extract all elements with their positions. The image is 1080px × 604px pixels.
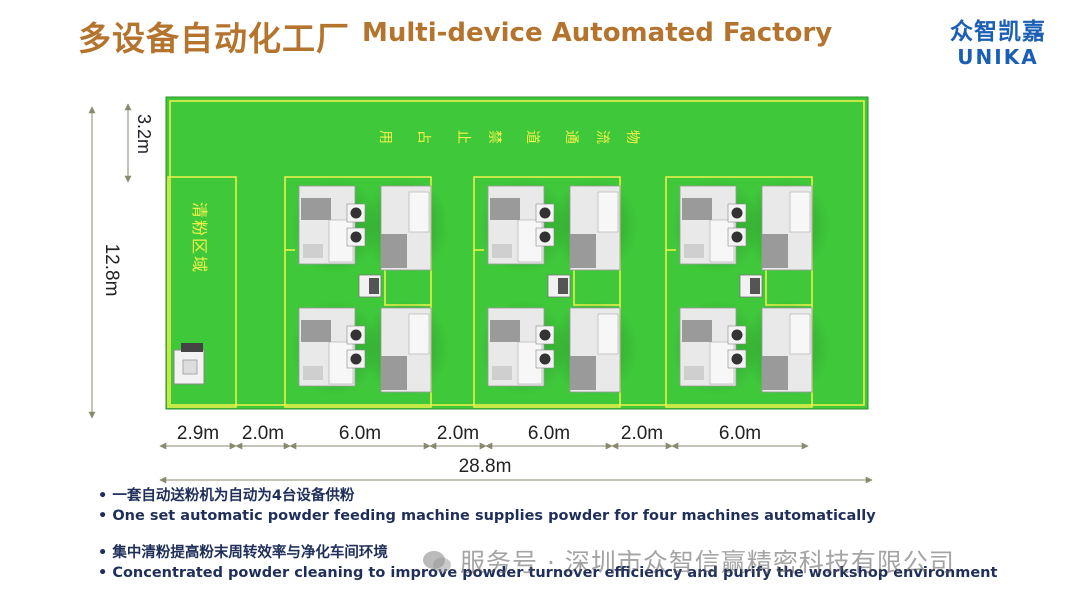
- machine-door: [789, 191, 811, 233]
- dimension-bottom-label: 2.0m: [621, 423, 663, 444]
- machine-panel: [570, 234, 596, 268]
- fan-icon: [539, 231, 551, 243]
- fan-icon: [539, 329, 551, 341]
- dimension-height: 12.8m: [88, 106, 122, 419]
- machine-panel: [762, 356, 788, 390]
- machine-panel: [490, 198, 520, 220]
- cleaning-area-char: 粉: [190, 220, 209, 236]
- dimension-bottom-label: 6.0m: [719, 423, 761, 444]
- logistics-char: 禁: [486, 130, 502, 144]
- wechat-icon: [423, 551, 451, 573]
- machine-door: [597, 191, 619, 233]
- logistics-char: 物: [624, 130, 640, 144]
- machine-door: [408, 191, 430, 233]
- machine-panel: [381, 234, 407, 268]
- logistics-char: 用: [377, 130, 393, 144]
- machine-panel: [682, 198, 712, 220]
- logistics-char: 流: [594, 130, 610, 144]
- machine-base: [684, 244, 704, 258]
- logo-chinese: 众智凯嘉: [950, 19, 1046, 45]
- fan-icon: [539, 207, 551, 219]
- machine-base: [303, 366, 323, 380]
- fan-icon: [350, 231, 362, 243]
- machine-panel: [682, 320, 712, 342]
- powder-feeder-body: [369, 278, 379, 294]
- machine-panel: [762, 234, 788, 268]
- powder-cleaning-station: [173, 343, 205, 385]
- machine-base: [492, 366, 512, 380]
- fan-icon: [350, 353, 362, 365]
- watermark: 服务号 · 深圳市众智信赢精密科技有限公司: [422, 543, 955, 579]
- machine-panel: [301, 320, 331, 342]
- machine-base: [303, 244, 323, 258]
- fan-icon: [731, 353, 743, 365]
- machine-cell: [665, 176, 830, 408]
- machine-panel: [381, 356, 407, 390]
- machine-door: [408, 313, 430, 355]
- dimension-bottom-label: 2.0m: [437, 423, 479, 444]
- floor-border-line: [169, 100, 865, 406]
- machine-panel: [301, 198, 331, 220]
- company-logo: 众智凯嘉 UNIKA: [934, 18, 1062, 72]
- cell-boundary: [473, 176, 621, 408]
- dimension-top: 3.2m: [124, 103, 154, 183]
- logo-english: UNIKA: [957, 45, 1039, 69]
- page-title-english: Multi-device Automated Factory: [362, 18, 833, 48]
- bullet-item: • Concentrated powder cleaning to improv…: [98, 565, 998, 581]
- logistics-char: 占: [415, 130, 431, 144]
- dimension-total: 28.8m: [159, 456, 873, 484]
- fan-icon: [731, 231, 743, 243]
- bullet-list: • 一套自动送粉机为自动为4台设备供粉 • One set automatic …: [98, 486, 997, 583]
- watermark-text: 服务号 · 深圳市众智信赢精密科技有限公司: [460, 548, 955, 577]
- machine-panel: [570, 356, 596, 390]
- fan-icon: [350, 329, 362, 341]
- page-title-chinese: 多设备自动化工厂: [78, 19, 350, 58]
- dimension-bottom-label: 2.0m: [242, 423, 284, 444]
- machine-base: [492, 244, 512, 258]
- cleaning-area-char: 区: [190, 238, 209, 254]
- bullet-item: • 集中清粉提高粉末周转效率与净化车间环境: [98, 545, 388, 561]
- cell-boundary: [665, 176, 813, 408]
- fan-icon: [731, 329, 743, 341]
- cell-boundary: [284, 176, 432, 408]
- machine-panel: [490, 320, 520, 342]
- machine-door: [789, 313, 811, 355]
- machine-base: [684, 366, 704, 380]
- cleaning-area-zone: [167, 176, 237, 408]
- powder-feeder-body: [750, 278, 760, 294]
- fan-icon: [350, 207, 362, 219]
- dimension-height-label: 12.8m: [101, 244, 122, 297]
- logistics-char: 通: [563, 130, 579, 144]
- dimension-bottom-label: 6.0m: [528, 423, 570, 444]
- fan-icon: [731, 207, 743, 219]
- dimension-total-label: 28.8m: [459, 456, 512, 477]
- cleaning-area-char: 域: [190, 256, 209, 272]
- machine-cell: [473, 176, 638, 408]
- logistics-channel-label: 物流 通 道 禁 止 占 用: [377, 130, 640, 144]
- bullet-item: • 一套自动送粉机为自动为4台设备供粉: [98, 488, 355, 504]
- cleaning-area-char: 清: [190, 202, 209, 218]
- machine-cell: [284, 176, 449, 408]
- logistics-char: 止: [455, 130, 471, 144]
- fan-icon: [539, 353, 551, 365]
- dimension-bottom-label: 6.0m: [339, 423, 381, 444]
- bullet-item: • One set automatic powder feeding machi…: [98, 508, 876, 524]
- machine-cells: [284, 176, 830, 408]
- dimension-bottom-row: 2.9m 2.0m 6.0m 2.0m 6.0m 2.0m 6.0m: [159, 423, 809, 450]
- powder-feeder-body: [558, 278, 568, 294]
- logistics-char: 道: [524, 130, 540, 144]
- machine-door: [597, 313, 619, 355]
- dimension-top-label: 3.2m: [134, 114, 154, 154]
- dimension-bottom-label: 2.9m: [177, 423, 219, 444]
